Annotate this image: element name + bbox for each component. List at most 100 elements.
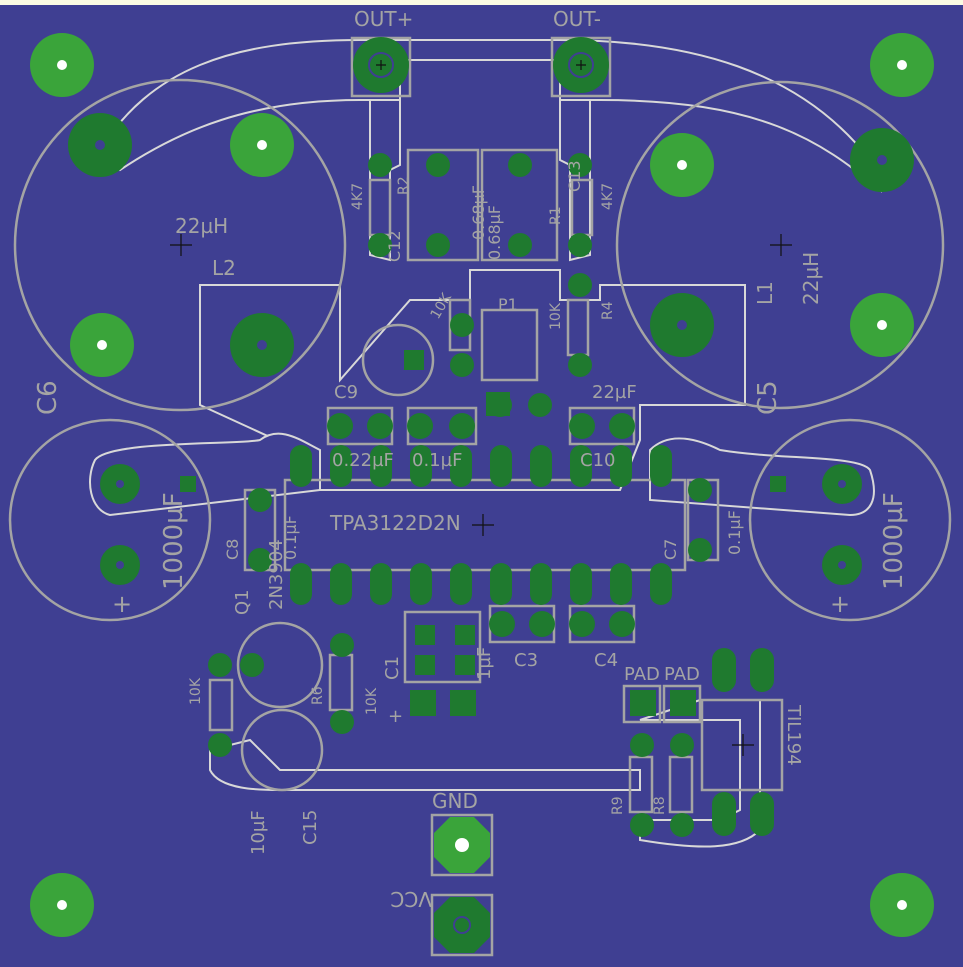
label-l2-val: 22µH bbox=[175, 214, 228, 238]
label-r6-val: 10K bbox=[364, 687, 380, 715]
c2-outline bbox=[361, 323, 435, 397]
label-gnd: GND bbox=[432, 789, 478, 813]
label-c14-val: 0.68µF bbox=[485, 205, 504, 260]
label-r6-name: R6 bbox=[310, 686, 326, 705]
label-out-plus: OUT+ bbox=[354, 7, 413, 31]
pad-c5-neg-hole bbox=[838, 480, 846, 488]
pad-l1-b-hole bbox=[877, 155, 887, 165]
label-ic: TPA3122D2N bbox=[329, 511, 461, 535]
pad-l1-c-hole bbox=[677, 320, 687, 330]
mount-hole-tr-center bbox=[897, 60, 907, 70]
pad-vcc-ring bbox=[453, 916, 471, 934]
label-c15-val: 10µF bbox=[248, 810, 269, 855]
pad-c6-pos-hole bbox=[116, 561, 124, 569]
label-c3-name: C3 bbox=[514, 650, 538, 671]
pad-l2-b-hole bbox=[257, 140, 267, 150]
pad-c6-neg-hole bbox=[116, 480, 124, 488]
pad-out-plus-ring bbox=[368, 52, 394, 78]
c1-outline bbox=[403, 610, 482, 684]
mounting-holes bbox=[30, 33, 934, 937]
label-plus-c5: + bbox=[830, 590, 850, 618]
label-plus-c1: + bbox=[388, 706, 403, 727]
r9-outline bbox=[628, 755, 654, 814]
label-c15-name: C15 bbox=[300, 810, 321, 845]
inductor-l2-outline bbox=[13, 78, 347, 412]
label-r1-val: 4K7 bbox=[600, 183, 616, 210]
label-r4-name: R4 bbox=[600, 301, 616, 320]
gnd-outline bbox=[430, 813, 494, 877]
pad-l1-a-hole bbox=[677, 160, 687, 170]
label-vcc: VCC bbox=[390, 887, 432, 911]
pad-l1-d-hole bbox=[877, 320, 887, 330]
r8-outline bbox=[668, 755, 694, 814]
label-c10-name: C10 bbox=[580, 450, 615, 471]
mount-hole-tl-center bbox=[57, 60, 67, 70]
label-c10-val: 0.1µF bbox=[412, 450, 462, 471]
capacitor-c5-outline bbox=[748, 418, 952, 622]
label-p1: P1 bbox=[498, 295, 518, 314]
label-c9-val: 0.22µF bbox=[332, 450, 394, 471]
label-out-minus: OUT- bbox=[553, 7, 601, 31]
til194-outline bbox=[700, 698, 784, 792]
pad-l2-c-hole bbox=[97, 340, 107, 350]
label-l1-name: L1 bbox=[753, 281, 777, 305]
mount-hole-bl-center bbox=[57, 900, 67, 910]
label-c9-name: C9 bbox=[334, 382, 358, 403]
label-r5-val: 10K bbox=[188, 677, 204, 705]
label-pad2: PAD bbox=[664, 664, 700, 685]
label-c2-val: 22µF bbox=[592, 382, 637, 403]
pad-vcc bbox=[434, 897, 490, 953]
label-c1-name: C1 bbox=[382, 656, 403, 680]
label-c6-val: 1000µF bbox=[159, 492, 189, 590]
label-c6-name: C6 bbox=[33, 380, 63, 415]
label-c7-val: 0.1µF bbox=[725, 510, 744, 555]
label-c12-name: C12 bbox=[385, 230, 404, 262]
pot-p1-outline bbox=[480, 308, 539, 382]
small-pads bbox=[180, 153, 786, 837]
label-r8-name: R8 bbox=[652, 796, 668, 815]
r5-outline bbox=[208, 678, 234, 732]
vcc-outline bbox=[430, 893, 494, 957]
label-c8-name: C8 bbox=[223, 539, 242, 560]
label-q1-name: Q1 bbox=[232, 589, 253, 615]
label-q1-val: 2N3904 bbox=[266, 539, 287, 610]
pad-l2-d-hole bbox=[257, 340, 267, 350]
pad-out-minus-ring bbox=[568, 52, 594, 78]
mount-hole-br-center bbox=[897, 900, 907, 910]
label-c11-val: 0.68µF bbox=[469, 185, 488, 240]
pad-gnd-hole bbox=[455, 838, 469, 852]
label-r4-val: 10K bbox=[548, 302, 564, 330]
label-til194: TIL194 bbox=[783, 704, 804, 766]
label-c13-name: C13 bbox=[565, 160, 584, 192]
label-r9-name: R9 bbox=[610, 796, 626, 815]
label-plus-c6: + bbox=[112, 590, 132, 618]
ic-outline bbox=[283, 478, 687, 572]
c15-outline bbox=[240, 708, 324, 792]
label-r2-val: 4K7 bbox=[350, 183, 366, 210]
label-l1-val: 22µH bbox=[799, 252, 823, 305]
large-pads bbox=[68, 37, 914, 953]
ic-pins bbox=[290, 445, 672, 605]
label-c1-val: 1µF bbox=[474, 647, 495, 680]
label-r1-name: R1 bbox=[548, 206, 564, 225]
c12-outline bbox=[406, 148, 480, 262]
pad1-outline bbox=[622, 684, 662, 724]
label-pad1: PAD bbox=[624, 664, 660, 685]
component-centers bbox=[170, 60, 792, 756]
label-c7-name: C7 bbox=[661, 539, 680, 560]
label-c4-name: C4 bbox=[594, 650, 618, 671]
label-l2-name: L2 bbox=[212, 256, 236, 280]
pad2-outline bbox=[662, 684, 702, 724]
pad-l2-a-hole bbox=[95, 140, 105, 150]
pad-c5-pos-hole bbox=[838, 561, 846, 569]
label-c5-val: 1000µF bbox=[879, 492, 909, 590]
q1-outline bbox=[236, 621, 324, 709]
label-r2-name: R2 bbox=[396, 176, 412, 195]
inductor-l1-outline bbox=[615, 80, 945, 410]
label-c5-name: C5 bbox=[753, 380, 783, 415]
label-c8-val: 0.1µF bbox=[281, 515, 300, 560]
capacitor-c6-outline bbox=[8, 418, 212, 622]
c13-outline bbox=[480, 148, 559, 262]
labels: OUT+ OUT- GND VCC TPA3122D2N 22µH L2 22µ… bbox=[33, 7, 909, 911]
